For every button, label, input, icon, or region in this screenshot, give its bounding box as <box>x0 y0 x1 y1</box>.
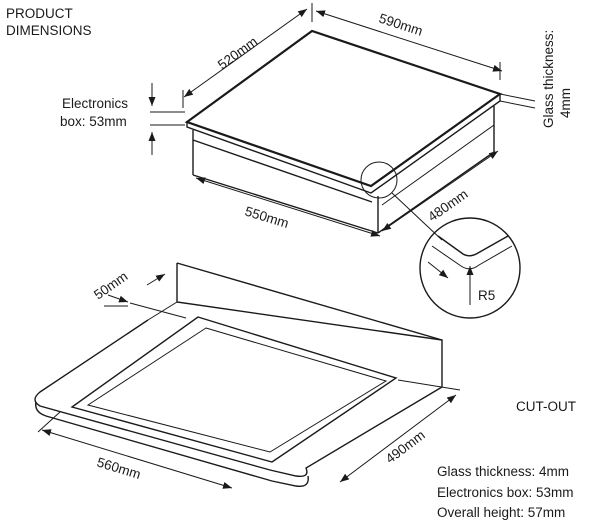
corner-detail <box>360 161 521 319</box>
label-550mm: 550mm <box>243 204 290 232</box>
label-r5: R5 <box>478 288 495 303</box>
heading-product-line1: PRODUCT <box>6 6 73 21</box>
label-520mm: 520mm <box>215 34 260 73</box>
spec-overall-height: Overall height: 57mm <box>437 505 566 520</box>
electronics-box-dim <box>148 83 185 155</box>
glass-thickness-leader <box>499 93 536 109</box>
label-electronics-line2: box: 53mm <box>60 114 127 129</box>
label-electronics-line1: Electronics <box>62 96 128 111</box>
label-glass-thickness-line2: 4mm <box>558 88 573 118</box>
dim-520 <box>182 3 313 108</box>
label-glass-thickness-line1: Glass thickness: <box>541 30 556 128</box>
dim-480 <box>381 150 499 232</box>
dim-490 <box>339 379 461 483</box>
dim-590 <box>311 8 503 80</box>
dim-550 <box>195 177 381 237</box>
heading-product-line2: DIMENSIONS <box>6 23 92 38</box>
label-590mm: 590mm <box>377 11 424 39</box>
label-50mm: 50mm <box>91 269 130 303</box>
dim-50 <box>104 273 187 319</box>
heading-cutout: CUT-OUT <box>516 399 576 414</box>
spec-electronics-box: Electronics box: 53mm <box>437 485 574 500</box>
spec-glass-thickness: Glass thickness: 4mm <box>437 464 570 479</box>
dim-560 <box>37 411 233 489</box>
cutout-outline <box>34 262 443 487</box>
